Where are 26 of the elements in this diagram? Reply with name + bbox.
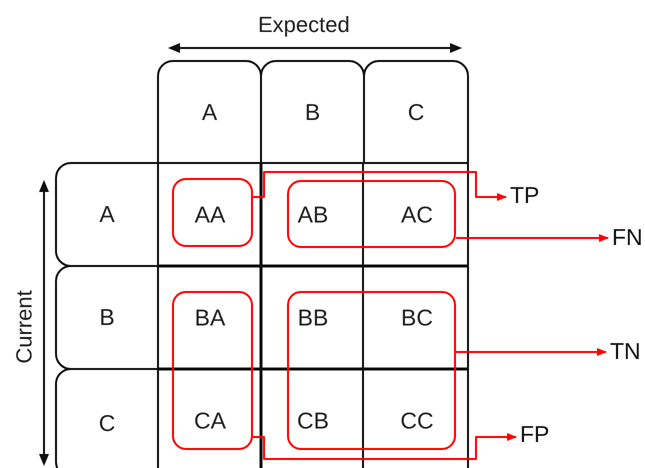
- cell-label: BA: [194, 306, 226, 330]
- cell-label: AC: [401, 204, 433, 226]
- arrow: [253, 171, 507, 201]
- group-outline: [287, 291, 456, 450]
- outcome-label: TP: [510, 184, 540, 207]
- header-cell: A: [157, 60, 262, 164]
- cell-label: CA: [194, 410, 226, 432]
- cell-label: CC: [400, 410, 434, 432]
- group-outline: [172, 291, 253, 450]
- axis-title: Current: [14, 290, 36, 364]
- arrow: [253, 433, 517, 460]
- outcome-label: TN: [610, 340, 641, 363]
- outcome-label: FN: [612, 226, 643, 249]
- header-cell: C: [363, 60, 469, 164]
- cell-label: BC: [401, 306, 433, 330]
- outcome-label: FP: [520, 423, 550, 446]
- axis-title: Expected: [258, 14, 350, 36]
- cell-label: AA: [194, 204, 226, 226]
- cell-label: AB: [298, 204, 328, 226]
- cell-label: BB: [298, 306, 328, 330]
- cell-label: CB: [297, 410, 329, 432]
- header-cell: A: [55, 162, 159, 267]
- arrow: [456, 234, 609, 242]
- arrow: [456, 348, 607, 356]
- group-outline: [287, 180, 456, 248]
- group-outline: [172, 178, 253, 247]
